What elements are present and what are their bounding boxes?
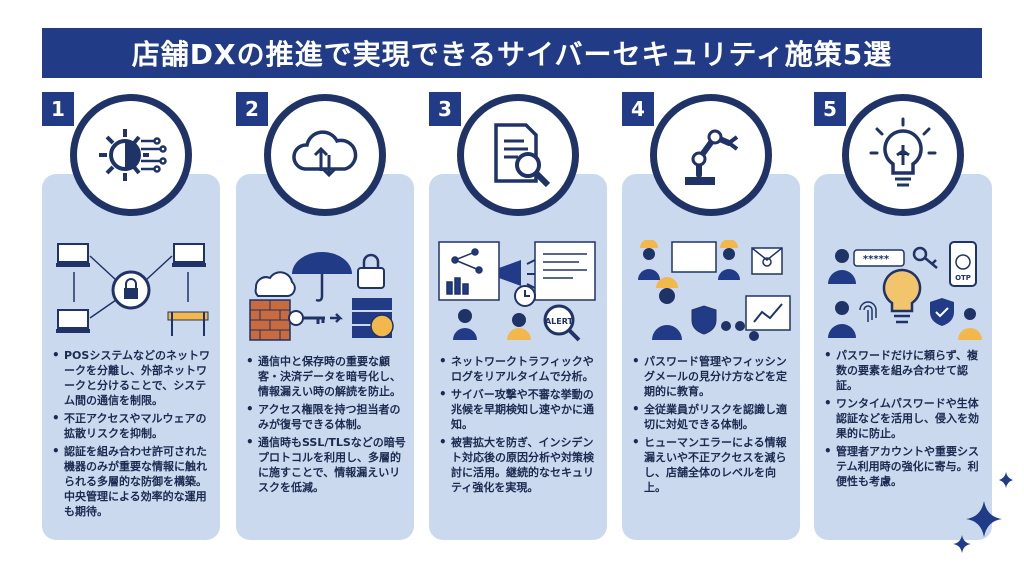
bullet-item: パスワード管理やフィッシングメールの見分け方などを定期的に教育。 (632, 354, 794, 399)
sparkle-icon (999, 472, 1013, 488)
icon-circle (650, 94, 772, 216)
mfa-illustration: ***** OTP (828, 241, 982, 340)
icon-circle (457, 94, 579, 216)
measure-card-2: 2 通信中と保存時の重要な顧客・決済データを暗号化し、情報漏えい時の解読を防止。… (236, 92, 414, 540)
item-number: 2 (236, 92, 268, 126)
network-illustration (56, 243, 209, 336)
bullet-item: 被害拡大を防ぎ、インシデント対応後の原因分析や対策検討に活用。継続的なセキュリテ… (439, 435, 601, 495)
bullet-item: サイバー攻撃や不審な挙動の兆候を早期検知し速やかに通知。 (439, 387, 601, 432)
lightbulb-icon (869, 117, 937, 187)
bullet-list: POSシステムなどのネットワークを分離し、外部ネットワークと分けることで、システ… (52, 348, 214, 522)
training-illustration (638, 240, 791, 341)
sparkle-icon (953, 501, 1002, 553)
bullet-list: パスワードだけに頼らず、複数の要素を組み合わせて認証。 ワンタイムパスワードや生… (824, 348, 986, 492)
bullet-item: アクセス権限を持つ担当者のみが復号できる体制。 (246, 402, 408, 432)
measure-card-1: 1 POSシステムなどのネットワークを分離し、外部ネットワークと分けることで、シ… (42, 92, 220, 540)
bullet-item: ワンタイムパスワードや生体認証などを活用し、侵入を効果的に防止。 (824, 396, 986, 441)
item-number: 4 (622, 92, 654, 126)
measure-card-4: 4 パスワード管理やフィッシングメールの見分け方などを定期的に教育。 全従業員が… (622, 92, 800, 540)
icon-circle (70, 94, 192, 216)
bullet-list: ネットワークトラフィックやログをリアルタイムで分析。 サイバー攻撃や不審な挙動の… (439, 354, 601, 498)
icon-circle (842, 94, 964, 216)
bullet-item: 認証を組み合わせ許可された機器のみが重要な情報に触れられる多層的な防御を構築。中… (52, 444, 214, 519)
gear-circuit-icon (99, 129, 167, 181)
bullet-item: ネットワークトラフィックやログをリアルタイムで分析。 (439, 354, 601, 384)
bullet-list: 通信中と保存時の重要な顧客・決済データを暗号化し、情報漏えい時の解読を防止。 ア… (246, 354, 408, 498)
bullet-item: 通信中と保存時の重要な顧客・決済データを暗号化し、情報漏えい時の解読を防止。 (246, 354, 408, 399)
password-mask: ***** (863, 254, 890, 265)
title-bar: 店舗DXの推進で実現できるサイバーセキュリティ施策5選 (42, 28, 982, 78)
measure-card-3: 3 ALERT ネットワークトラフィックやログをリアルタイムで分析。 サイバー攻… (429, 92, 607, 540)
bullet-list: パスワード管理やフィッシングメールの見分け方などを定期的に教育。 全従業員がリス… (632, 354, 794, 498)
bullet-item: 管理者アカウントや重要システム利用時の強化に寄与。利便性も考慮。 (824, 444, 986, 489)
page-title: 店舗DXの推進で実現できるサイバーセキュリティ施策5選 (131, 38, 893, 71)
bullet-item: 全従業員がリスクを認識し適切に対処できる体制。 (632, 402, 794, 432)
monitoring-illustration: ALERT (438, 241, 596, 342)
item-number: 1 (42, 92, 74, 126)
document-search-icon (494, 123, 551, 188)
bullet-item: POSシステムなどのネットワークを分離し、外部ネットワークと分けることで、システ… (52, 348, 214, 408)
robot-arm-icon (685, 129, 739, 185)
alert-label: ALERT (545, 317, 574, 326)
bullet-item: 通信時もSSL/TLSなどの暗号プロトコルを利用し、多層的に施すことで、情報漏え… (246, 435, 408, 495)
item-number: 3 (429, 92, 461, 126)
bullet-item: 不正アクセスやマルウェアの拡散リスクを抑制。 (52, 411, 214, 441)
otp-label: OTP (955, 274, 971, 282)
item-number: 5 (814, 92, 846, 126)
measure-card-5: 5 ***** OTP パスワードだけに頼らず、複数の要素を組み合わせて認証。 … (814, 92, 992, 540)
bullet-item: パスワードだけに頼らず、複数の要素を組み合わせて認証。 (824, 348, 986, 393)
encryption-illustration (249, 252, 394, 341)
icon-circle (264, 94, 386, 216)
bullet-item: ヒューマンエラーによる情報漏えいや不正アクセスを減らし、店舗全体のレベルを向上。 (632, 435, 794, 495)
cloud-sync-icon (292, 130, 358, 178)
